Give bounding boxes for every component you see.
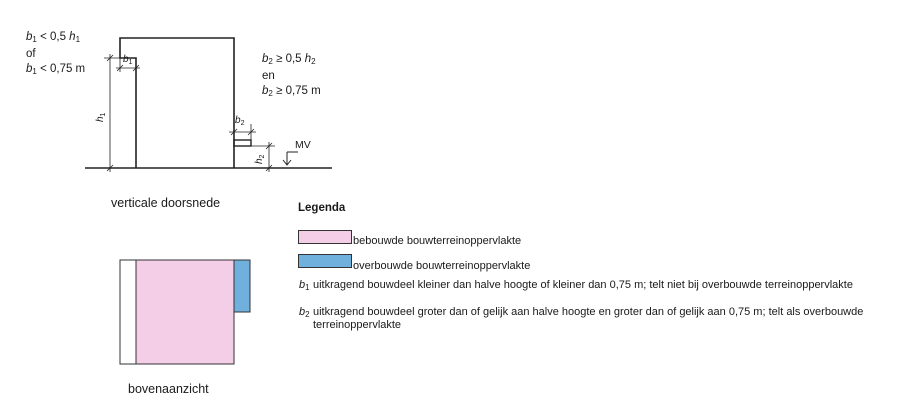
dim-label-h2: h2 [254,154,266,164]
legend-swatch-built [298,230,352,244]
legend-label-built: bebouwde bouwterreinoppervlakte [353,235,522,247]
dim-label-b1: b1 [123,54,133,66]
legend-swatch-overbuilt [298,254,352,268]
condition-b2-block: b2 ≥ 0,5 h2 en b2 ≥ 0,75 m [262,52,321,101]
condition-b1-line1: b1 < 0,5 h1 [26,31,81,44]
legend-title: Legenda [298,202,346,214]
legend-note-b1: uitkragend bouwdeel kleiner dan halve ho… [313,279,853,291]
condition-b1-connector: of [26,48,36,60]
legend-label-overbuilt: overbouwde bouwterreinoppervlakte [353,260,531,272]
overhang-b2-block [233,139,252,147]
legend-symbol-b1: b1 [299,279,310,292]
condition-b2-line1: b2 ≥ 0,5 h2 [262,53,316,66]
building-outline [119,37,235,168]
caption-top-view: bovenaanzicht [128,382,209,396]
legend-symbol-b2: b2 [299,306,310,319]
condition-b1-block: b1 < 0,5 h1 of b1 < 0,75 m [26,30,85,79]
mv-label: MV [295,139,311,151]
condition-b1-line2: b1 < 0,75 m [26,63,86,76]
ground-level-marker-icon [282,151,298,166]
dim-label-b2: b2 [235,115,245,127]
condition-b2-line2: b2 ≥ 0,75 m [262,85,321,98]
dim-label-h1: h1 [95,112,107,122]
condition-b2-connector: en [262,70,275,82]
legend-note-b2: uitkragend bouwdeel groter dan of gelijk… [313,306,864,331]
caption-vertical-section: verticale doorsnede [111,196,221,210]
